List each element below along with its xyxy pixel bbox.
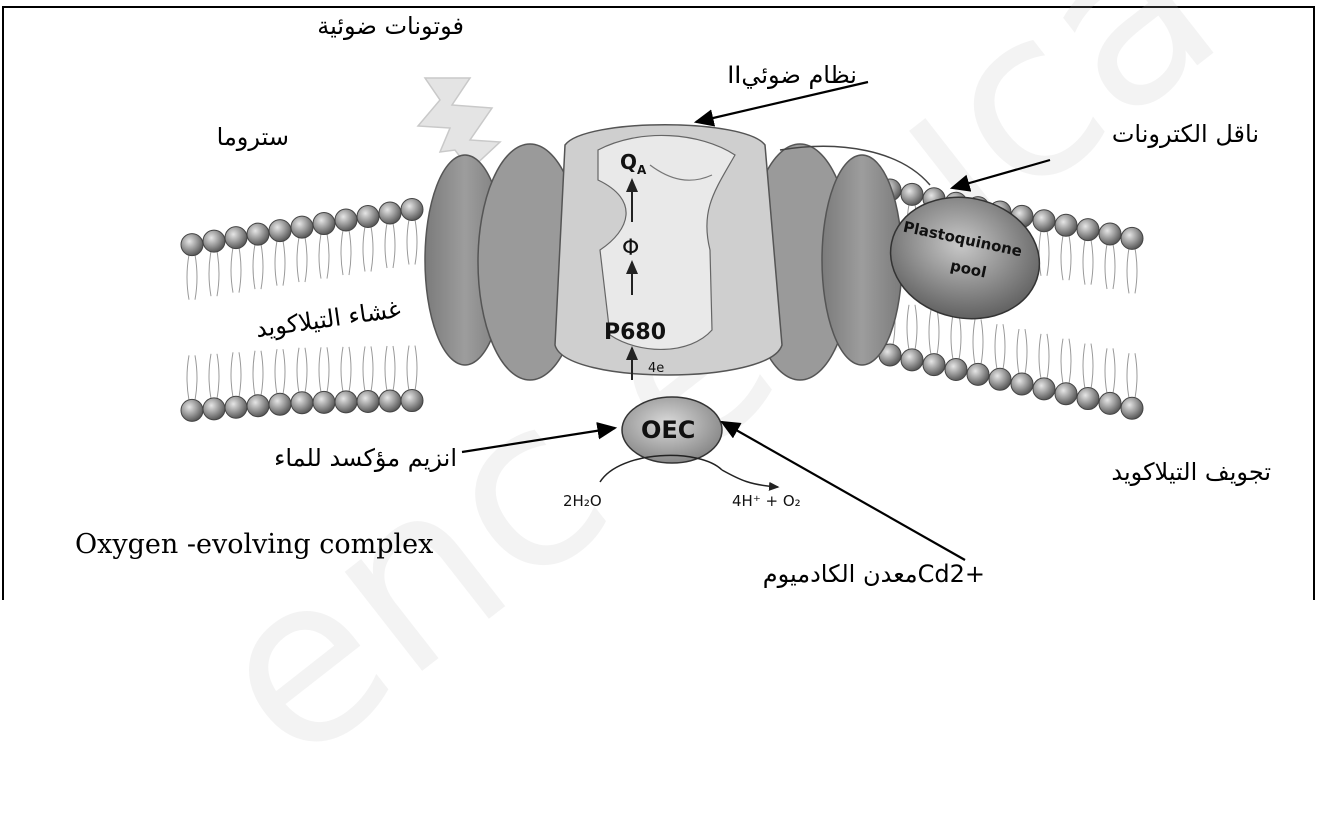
lipid-head (401, 390, 423, 412)
lipid-head (901, 349, 923, 371)
lipid-head (989, 368, 1011, 390)
lipid-head (203, 230, 225, 252)
lipid-head (313, 391, 335, 413)
label-oec-english: Oxygen -evolving complex (75, 531, 433, 558)
product-label: 4H⁺ + O₂ (732, 494, 801, 509)
lipid-head (1055, 214, 1077, 236)
lipid-head (291, 216, 313, 238)
phi-label: Φ (622, 238, 639, 260)
label-photosystem: نظام ضوئيII (727, 63, 857, 87)
lipid-head (945, 359, 967, 381)
lipid-head (1033, 210, 1055, 232)
reactant-label: 2H₂O (563, 494, 602, 509)
lipid-head (1055, 383, 1077, 405)
lipid-head (1121, 227, 1143, 249)
lipid-head (1033, 378, 1055, 400)
electrons-label: 4e (648, 362, 664, 375)
lipid-head (1011, 373, 1033, 395)
lipid-head (401, 198, 423, 220)
label-photons: فوتونات ضوئية (317, 14, 464, 38)
lipid-head (225, 396, 247, 418)
label-cadmium: +Cd2معدن الكادميوم (763, 562, 985, 586)
lipid-head (379, 202, 401, 224)
label-water-enzyme: انزيم مؤكسد للماء (274, 446, 457, 470)
label-lumen: تجويف التيلاكويد (1111, 460, 1271, 484)
lipid-head (247, 395, 269, 417)
lipid-head (269, 393, 291, 415)
lipid-head (357, 390, 379, 412)
lipid-head (335, 391, 357, 413)
arrow-electron-carrier (952, 160, 1050, 188)
lipid-head (923, 354, 945, 376)
lipid-head (1121, 397, 1143, 419)
arrow-cadmium (722, 422, 965, 560)
lipid-head (203, 398, 225, 420)
arrow-oec (462, 428, 615, 452)
lipid-head (247, 223, 269, 245)
lipid-head (335, 209, 357, 231)
lipid-head (1077, 219, 1099, 241)
lipid-head (379, 390, 401, 412)
lipid-head (181, 399, 203, 421)
qa-label: QA (620, 152, 646, 176)
diagram-canvas: enc educa (0, 0, 1317, 602)
label-electron-carrier: ناقل الكترونات (1112, 122, 1259, 146)
lipid-head (357, 206, 379, 228)
lipid-head (1099, 392, 1121, 414)
lipid-head (1077, 388, 1099, 410)
label-stroma: ستروما (217, 125, 289, 149)
lipid-head (901, 183, 923, 205)
lipid-head (1099, 223, 1121, 245)
p680-label: P680 (604, 322, 666, 344)
protein-cylinder-right-outer (822, 155, 902, 365)
lipid-head (225, 227, 247, 249)
lipid-head (313, 213, 335, 235)
lipid-head (967, 363, 989, 385)
lipid-head (291, 392, 313, 414)
lipid-head (181, 234, 203, 256)
lipid-head (269, 220, 291, 242)
oec-label: OEC (641, 418, 695, 442)
membrane-diagram-svg (0, 0, 1317, 602)
